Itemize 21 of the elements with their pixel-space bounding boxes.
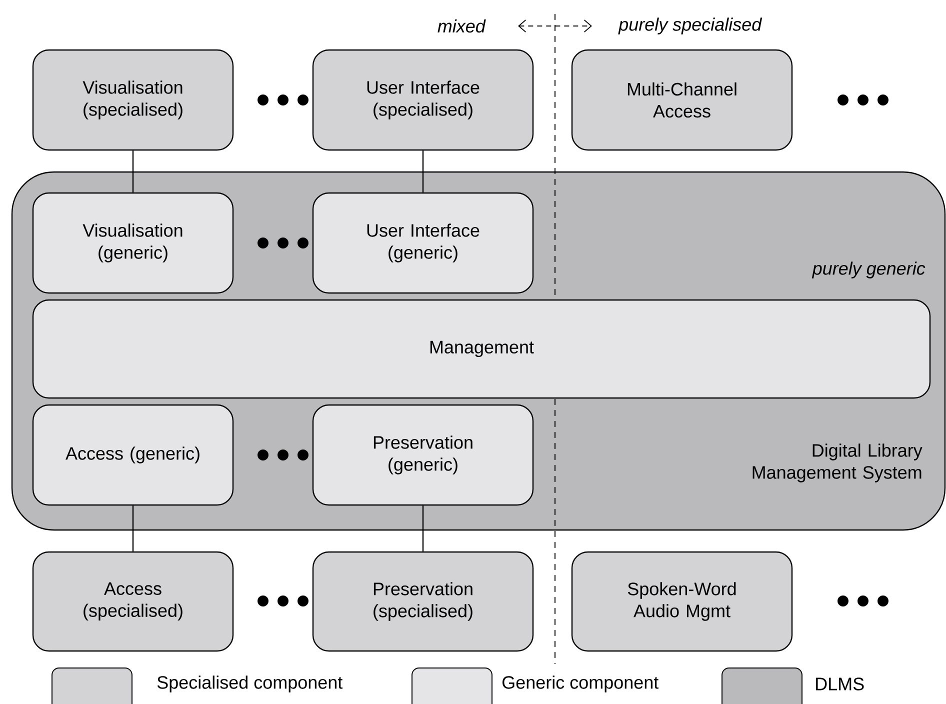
- connector-line: [422, 150, 424, 192]
- component-box: Visualisation (specialised): [32, 49, 234, 151]
- connector-line: [132, 506, 134, 552]
- region-label: purely generic: [812, 262, 926, 278]
- legend-label: DLMS: [816, 678, 864, 690]
- component-box: Preservation (generic): [312, 404, 534, 506]
- connector-line: [422, 506, 424, 552]
- component-box: Access (generic): [32, 404, 234, 506]
- component-box: User Interface (generic): [312, 192, 534, 294]
- component-box: Multi-Channel Access: [571, 49, 793, 151]
- component-box: Preservation (specialised): [312, 551, 534, 652]
- legend-label: Specialised component: [157, 676, 343, 692]
- component-box: Access (specialised): [32, 551, 234, 652]
- component-box: Visualisation (generic): [32, 192, 234, 294]
- connector-line: [132, 150, 134, 192]
- component-box: User Interface (specialised): [312, 49, 534, 151]
- system-label: Digital Library Management System: [752, 444, 922, 482]
- legend-label: Generic component: [502, 676, 659, 692]
- component-box: Spoken-Word Audio Mgmt: [571, 551, 793, 652]
- component-box: Management: [32, 299, 931, 399]
- region-label: mixed: [438, 19, 486, 33]
